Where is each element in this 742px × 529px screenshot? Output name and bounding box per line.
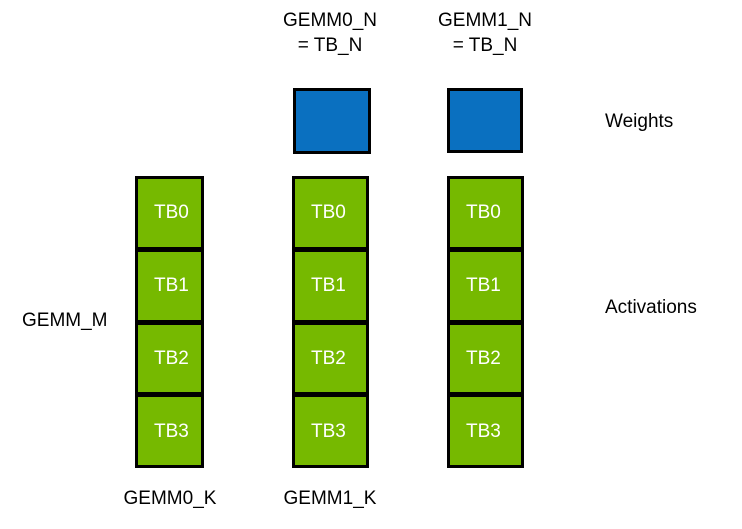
- gemm0-weight-block: [293, 88, 371, 154]
- tb-cell-label: TB1: [466, 275, 501, 297]
- tb-cell: TB3: [292, 394, 369, 468]
- tb-cell-label: TB3: [311, 420, 346, 442]
- activations-row-label: Activations: [605, 297, 697, 318]
- tb-cell: TB3: [447, 394, 524, 468]
- gemm0-activation-column: TB0 TB1 TB2 TB3: [135, 176, 204, 468]
- tb-cell: TB0: [447, 176, 524, 250]
- tb-cell: TB2: [447, 321, 524, 396]
- tb-cell: TB0: [135, 176, 204, 250]
- tb-cell: TB1: [447, 248, 524, 323]
- tb-cell-label: TB1: [154, 275, 189, 297]
- gemm1-weight-block: [447, 88, 523, 153]
- gemm0-n-label: GEMM0_N = TB_N: [283, 10, 377, 56]
- tb-cell-label: TB0: [466, 202, 501, 224]
- gemm1-k-label: GEMM1_K: [283, 488, 377, 509]
- tb-cell-label: TB2: [154, 347, 189, 369]
- gemm0-k-label: GEMM0_K: [123, 488, 217, 509]
- tb-cell-label: TB3: [154, 420, 189, 442]
- tb-cell: TB1: [135, 248, 204, 323]
- tb-cell-label: TB0: [311, 202, 346, 224]
- gemm1-n-label: GEMM1_N = TB_N: [438, 10, 532, 56]
- tb-cell: TB3: [135, 394, 204, 468]
- gemm1-activation-column-left: TB0 TB1 TB2 TB3: [292, 176, 369, 468]
- tb-cell-label: TB2: [466, 347, 501, 369]
- tb-cell: TB0: [292, 176, 369, 250]
- weights-row-label: Weights: [605, 111, 674, 132]
- tb-cell-label: TB0: [154, 202, 189, 224]
- tb-cell-label: TB1: [311, 275, 346, 297]
- gemm-m-label: GEMM_M: [22, 310, 108, 331]
- tb-cell: TB2: [135, 321, 204, 396]
- tb-cell: TB1: [292, 248, 369, 323]
- tb-cell-label: TB3: [466, 420, 501, 442]
- tb-cell-label: TB2: [311, 347, 346, 369]
- tb-cell: TB2: [292, 321, 369, 396]
- gemm1-activation-column-right: TB0 TB1 TB2 TB3: [447, 176, 524, 468]
